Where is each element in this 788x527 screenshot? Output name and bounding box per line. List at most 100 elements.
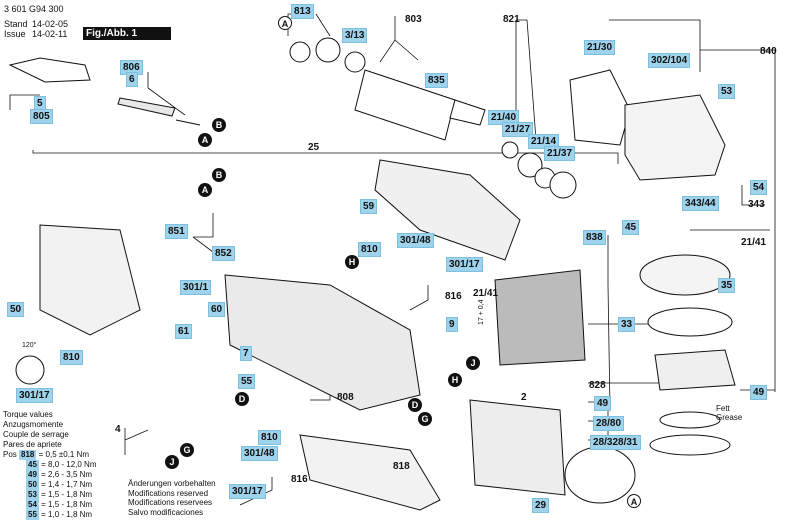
ring-2127 xyxy=(517,152,543,178)
marker-d-right: D xyxy=(408,398,422,412)
torque-pos: 54 xyxy=(26,500,39,510)
armature-fan xyxy=(449,99,486,126)
leader-25 xyxy=(32,150,619,164)
torque-row: 54 = 1,5 - 1,8 Nm xyxy=(3,500,97,510)
part-label-33: 33 xyxy=(618,317,636,332)
armature-body xyxy=(354,69,456,141)
part-label-838: 838 xyxy=(583,230,606,245)
stator xyxy=(469,399,566,496)
switch-paddle xyxy=(299,434,441,511)
spring-810 xyxy=(15,355,45,385)
torque-row: 53 = 1,5 - 1,8 Nm xyxy=(3,490,97,500)
marker-h-upper: H xyxy=(345,255,359,269)
marker-b-cable: B xyxy=(212,118,226,132)
guard-ring xyxy=(564,446,636,504)
modification-notes: Änderungen vorbehalten Modifications res… xyxy=(128,479,216,517)
marker-a-bottom: A xyxy=(627,494,641,508)
torque-table: Torque values Anzugsmomente Couple de se… xyxy=(3,410,97,520)
issue-value: 14-02-11 xyxy=(32,29,68,39)
part-label-45: 45 xyxy=(622,220,640,235)
grease-note: Fett Grease xyxy=(716,404,742,422)
torque-pos: 49 xyxy=(26,470,39,480)
part-label-2130: 21/30 xyxy=(584,40,616,55)
part-label-821: 821 xyxy=(503,14,520,25)
part-label-49a: 49 xyxy=(594,396,612,411)
part-label-2141: 21/41 xyxy=(741,237,767,248)
part-label-2: 2 xyxy=(521,392,527,403)
part-label-813: 813 xyxy=(291,4,314,19)
torque-title-2: Anzugsmomente xyxy=(3,420,64,429)
part-label-59: 59 xyxy=(360,199,378,214)
part-label-53: 53 xyxy=(718,84,736,99)
torque-value: = 1,4 - 1,7 Nm xyxy=(41,480,93,489)
part-label-30148b: 301/48 xyxy=(241,446,278,461)
stand-label: Stand xyxy=(4,19,28,29)
gear-cover-shield xyxy=(569,69,631,146)
part-label-810a: 810 xyxy=(358,242,381,257)
part-label-30117c: 301/17 xyxy=(229,484,266,499)
part-label-25: 25 xyxy=(308,142,320,153)
part-label-805: 805 xyxy=(30,109,53,124)
cable-end xyxy=(175,119,201,126)
part-label-7: 7 xyxy=(240,346,252,361)
housing-upper xyxy=(374,159,521,261)
part-label-313: 3/13 xyxy=(342,28,368,43)
torque-pos-label: Pos xyxy=(3,450,17,459)
part-label-55: 55 xyxy=(238,374,256,389)
part-label-35: 35 xyxy=(718,278,736,293)
leader-851 xyxy=(192,213,214,253)
part-label-2127: 21/27 xyxy=(502,122,534,137)
torque-title-3: Couple de serrage xyxy=(3,430,69,439)
part-label-49b: 49 xyxy=(750,385,768,400)
part-label-851: 851 xyxy=(165,224,188,239)
marker-b-switch: B xyxy=(212,168,226,182)
marker-j-right: J xyxy=(466,356,480,370)
ring-2140 xyxy=(501,141,519,159)
part-label-810c: 810 xyxy=(258,430,281,445)
torque-value: = 0,5 ±0,1 Nm xyxy=(38,450,90,459)
section-view xyxy=(494,269,586,366)
part-label-30117a: 301/17 xyxy=(446,257,483,272)
bearing-313 xyxy=(315,37,341,63)
ring-2832831 xyxy=(649,434,731,456)
issue-label: Issue xyxy=(4,29,26,39)
note-line-2: Modifications reserved xyxy=(128,488,209,498)
part-label-852: 852 xyxy=(212,246,235,261)
marker-d-left: D xyxy=(235,392,249,406)
grease-line-2: Grease xyxy=(716,413,743,422)
grease-line-1: Fett xyxy=(716,404,730,413)
marker-g-right: G xyxy=(418,412,432,426)
part-label-828: 828 xyxy=(589,380,606,391)
plug-body xyxy=(8,57,91,83)
leader-5 xyxy=(9,94,40,110)
o-ring-33 xyxy=(647,307,733,337)
marker-a-cable: A xyxy=(198,133,212,147)
torque-pos: 53 xyxy=(26,490,39,500)
part-label-4: 4 xyxy=(115,424,121,435)
leader-816a xyxy=(409,285,429,311)
part-label-2141b: 21/41 xyxy=(473,288,499,299)
torque-pos: 50 xyxy=(26,480,39,490)
marker-j-left: J xyxy=(165,455,179,469)
part-label-835: 835 xyxy=(425,73,448,88)
gear-head xyxy=(624,94,726,181)
part-label-816a: 816 xyxy=(445,291,462,302)
part-label-2114: 21/14 xyxy=(528,134,560,149)
torque-row: 45 = 8,0 - 12,0 Nm xyxy=(3,460,97,470)
part-label-810b: 810 xyxy=(60,350,83,365)
part-label-34344: 343/44 xyxy=(682,196,719,211)
leader-803 xyxy=(379,16,419,63)
part-label-806: 806 xyxy=(120,60,143,75)
part-label-808: 808 xyxy=(337,392,354,403)
torque-value: = 1,5 - 1,8 Nm xyxy=(41,500,93,509)
washer-2880 xyxy=(659,411,721,429)
torque-row: 50 = 1,4 - 1,7 Nm xyxy=(3,480,97,490)
part-label-2832831: 28/328/31 xyxy=(590,435,641,450)
part-label-816b: 816 xyxy=(291,474,308,485)
leader-840 xyxy=(609,19,775,72)
torque-title-4: Pares de apriete xyxy=(3,440,62,449)
angle-dimension: 120° xyxy=(22,342,37,349)
torque-pos: 45 xyxy=(26,460,39,470)
note-line-3: Modifications reservees xyxy=(128,498,213,508)
cable-sleeve xyxy=(117,97,176,117)
